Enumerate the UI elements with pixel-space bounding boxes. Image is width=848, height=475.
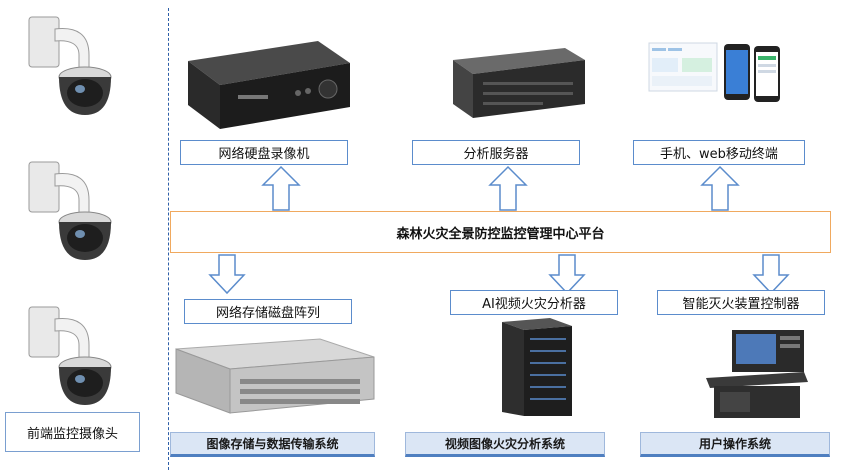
storage-array-icon	[175, 338, 375, 414]
arrow-up-icon-2	[488, 165, 528, 211]
system-label-video-fire-analysis: 视频图像火灾分析系统	[405, 432, 605, 457]
device-label-analysis-server: 分析服务器	[412, 140, 580, 165]
front-camera-label: 前端监控摄像头	[5, 412, 140, 452]
server-device-icon	[453, 48, 585, 118]
nvr-device-icon	[188, 41, 350, 129]
camera-icon-3	[28, 306, 112, 405]
system-label-image-storage-transmission: 图像存储与数据传输系统	[170, 432, 375, 457]
device-label-extinguisher-controller: 智能灭火装置控制器	[657, 290, 825, 315]
ai-analyzer-rack-icon	[502, 318, 572, 416]
device-label-nvr: 网络硬盘录像机	[180, 140, 348, 165]
arrow-down-icon-2	[548, 254, 586, 295]
divider-dashed-line	[168, 8, 169, 470]
arrow-up-icon-1	[261, 165, 301, 211]
device-label-ai-fire-analyzer: AI视频火灾分析器	[450, 290, 618, 315]
web-dashboard-icon	[648, 42, 718, 92]
device-label-mobile-web-terminal: 手机、web移动终端	[633, 140, 805, 165]
control-console-icon	[706, 330, 808, 418]
camera-icon-1	[28, 16, 112, 115]
camera-icon-2	[28, 161, 112, 260]
system-label-user-operation: 用户操作系统	[640, 432, 830, 457]
arrow-down-icon-3	[752, 254, 790, 295]
arrow-up-icon-3	[700, 165, 740, 211]
mobile-phone-icon	[724, 44, 780, 102]
central-platform-bar: 森林火灾全景防控监控管理中心平台	[170, 211, 831, 253]
arrow-down-icon-1	[208, 254, 246, 295]
device-label-storage-array: 网络存储磁盘阵列	[184, 299, 352, 324]
